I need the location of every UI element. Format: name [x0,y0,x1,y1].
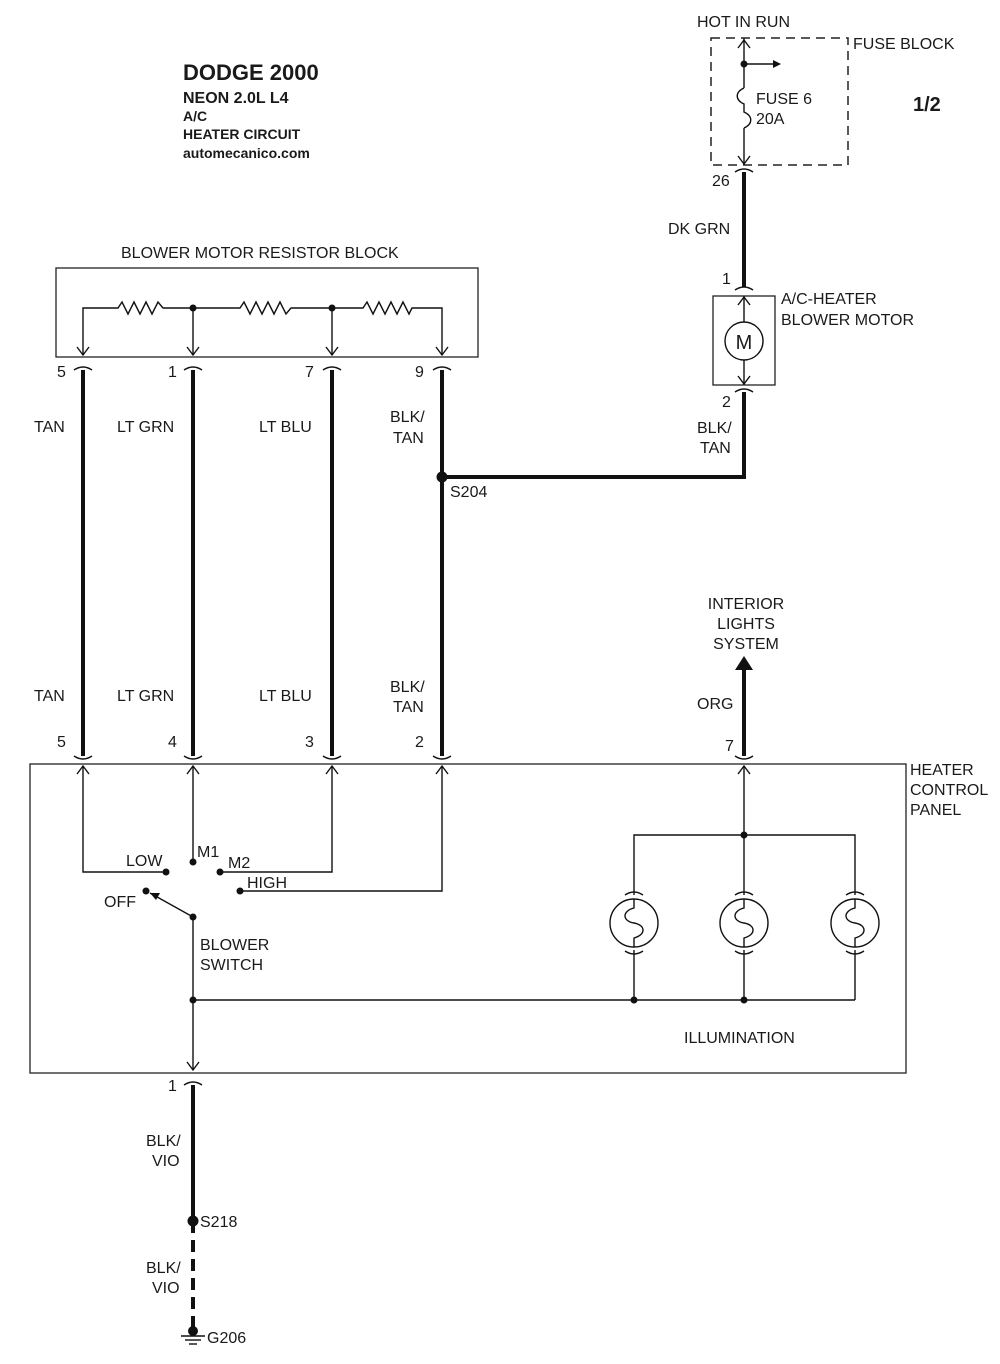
splice-s204 [436,471,448,483]
fuse-block: HOT IN RUN FUSE BLOCK FUSE 6 20A 26 [697,14,955,190]
header-circuit: HEATER CIRCUIT [183,126,301,142]
interior-lights-reference: INTERIOR LIGHTS SYSTEM [708,596,784,670]
resistor-block: BLOWER MOTOR RESISTOR BLOCK 5 1 7 9 [55,245,479,381]
panel-pin-4: 4 [168,734,177,751]
wire-blk-tan-motor [442,392,746,479]
illumination-bulb-icon [609,891,659,955]
heater-panel-outline [29,763,907,1074]
switch-pos-high: HIGH [247,875,287,892]
wire-label-tan-bottom: TAN [34,688,65,705]
panel-pin-1: 1 [168,1078,177,1095]
wire-label-org: ORG [697,696,733,713]
wire-label-lt-grn-bottom: LT GRN [117,688,174,705]
header-model: NEON 2.0L L4 [183,90,289,107]
ground-g206-label: G206 [207,1330,246,1347]
switch-pos-off: OFF [104,894,136,911]
wire-label-tan-top: TAN [34,419,65,436]
panel-pin-7: 7 [725,738,734,755]
wire-label-blk-tan-bottom-2: TAN [393,699,424,716]
fuse-branch-arrow [773,60,781,68]
connector-icon [734,168,754,173]
connector-icon [734,388,754,393]
wire-label-blk-vio-bottom-2: VIO [152,1280,180,1297]
arrow-up-icon [735,656,753,670]
switch-pos-m2: M2 [228,855,250,872]
resistor-pin-5: 5 [57,364,66,381]
page-indicator: 1/2 [913,94,941,116]
wire-label-blk-tan-motor-1: BLK/ [697,420,732,437]
header-system: A/C [183,108,207,124]
fuse-name: FUSE 6 [756,91,812,108]
resistor-pin-7: 7 [305,364,314,381]
splice-s204-label: S204 [450,484,487,501]
blower-motor: 1 M A/C-HEATER BLOWER MOTOR 2 [712,271,914,411]
illumination-bulb-icon [830,891,880,955]
motor-symbol: M [736,332,753,354]
wire-label-blk-tan-motor-2: TAN [700,440,731,457]
panel-pin-5: 5 [57,734,66,751]
blower-switch-title-1: BLOWER [200,937,269,954]
motor-title-1: A/C-HEATER [781,291,877,308]
ground-icon [181,1326,205,1345]
wire-label-blk-vio-top-2: VIO [152,1153,180,1170]
resistor-pin-1: 1 [168,364,177,381]
motor-pin-2: 2 [722,394,731,411]
fuse-block-label: FUSE BLOCK [853,36,955,53]
header-title: DODGE 2000 [183,60,319,85]
interior-lights-line2: LIGHTS [717,616,775,633]
wire-label-blk-tan-top-1: BLK/ [390,409,425,426]
switch-pos-low: LOW [126,853,163,870]
wire-label-blk-tan-top-2: TAN [393,430,424,447]
heater-panel-title-2: CONTROL [910,782,988,799]
blower-switch-title-2: SWITCH [200,957,263,974]
heater-control-panel: HEATER CONTROL PANEL 5 4 3 2 7 [29,734,988,1095]
heater-panel-title-1: HEATER [910,762,974,779]
splice-s218-label: S218 [200,1214,237,1231]
switch-pos-m1: M1 [197,844,219,861]
fuse-block-outline [710,37,849,166]
illumination-label: ILLUMINATION [684,1030,795,1047]
resistor-block-outline [55,267,479,358]
wire-label-lt-blu-bottom: LT BLU [259,688,312,705]
wire-label-lt-blu-top: LT BLU [259,419,312,436]
wire-label-lt-grn-top: LT GRN [117,419,174,436]
panel-pin-2: 2 [415,734,424,751]
motor-title-2: BLOWER MOTOR [781,312,914,329]
resistor-pin-9: 9 [415,364,424,381]
resistor-network [82,300,443,355]
wire-label-dk-grn: DK GRN [668,221,730,238]
header-site: automecanico.com [183,145,310,161]
resistor-block-title: BLOWER MOTOR RESISTOR BLOCK [121,245,399,262]
connector-icon [734,286,754,291]
wire-label-blk-tan-bottom-1: BLK/ [390,679,425,696]
diagram-header: DODGE 2000 NEON 2.0L L4 A/C HEATER CIRCU… [183,60,941,161]
heater-panel-title-3: PANEL [910,802,961,819]
hot-in-run-label: HOT IN RUN [697,14,790,31]
wire-label-blk-vio-bottom-1: BLK/ [146,1260,181,1277]
wire-label-blk-vio-top-1: BLK/ [146,1133,181,1150]
fuse-icon [736,87,752,129]
illumination-bulb-icon [719,891,769,955]
motor-pin-1: 1 [722,271,731,288]
interior-lights-line1: INTERIOR [708,596,784,613]
interior-lights-line3: SYSTEM [713,636,779,653]
fuse-pin-26: 26 [712,173,730,190]
panel-pin-3: 3 [305,734,314,751]
fuse-rating: 20A [756,111,785,128]
